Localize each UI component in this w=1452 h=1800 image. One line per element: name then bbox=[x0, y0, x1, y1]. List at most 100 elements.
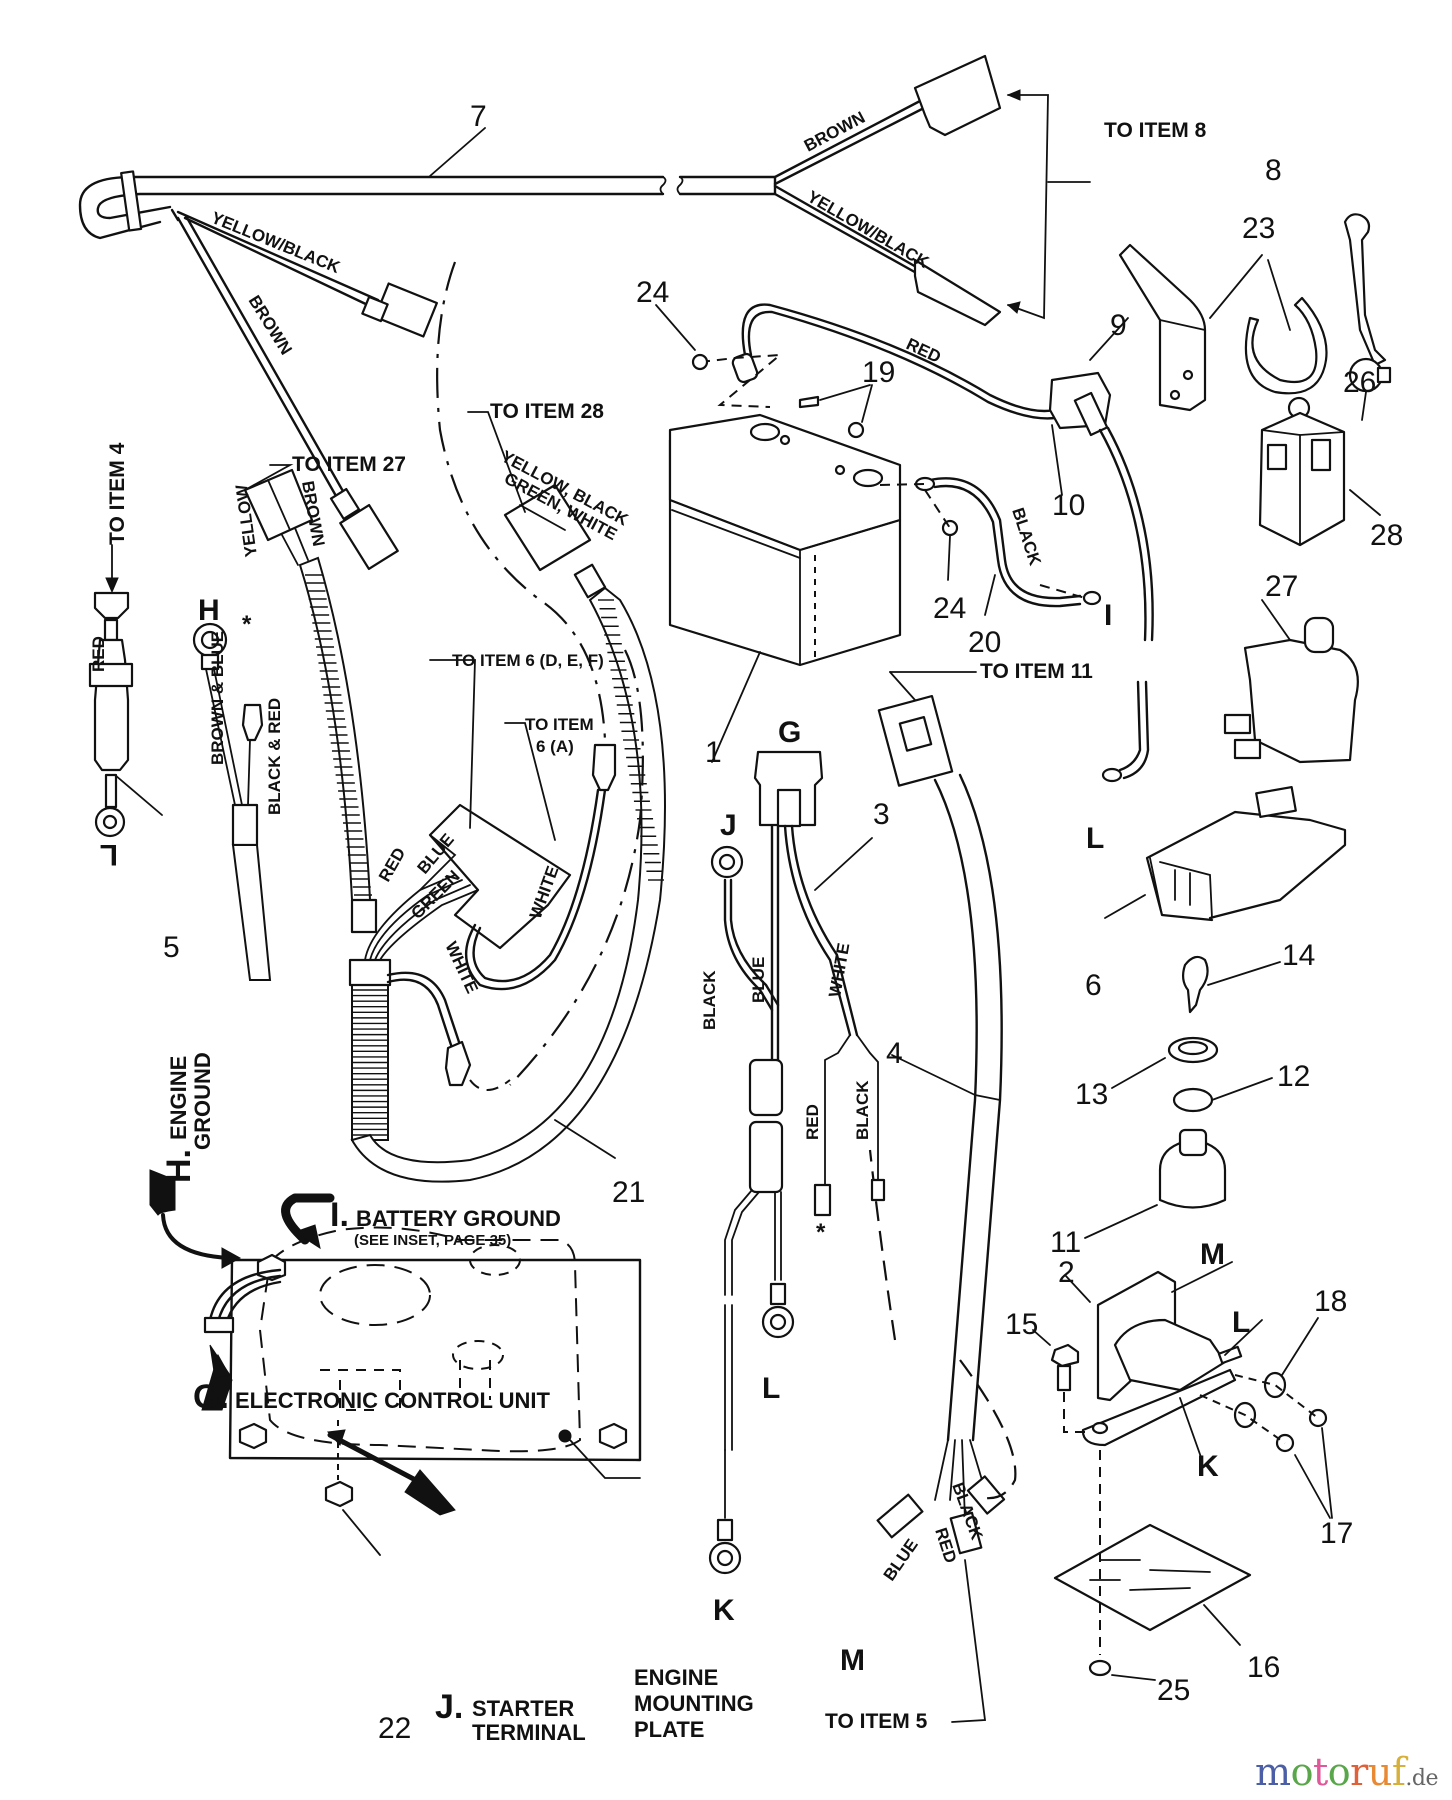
part-label-8: 8 bbox=[1265, 154, 1282, 187]
callout-j-letter: J. bbox=[435, 1688, 463, 1726]
wire-black-3: BLACK bbox=[853, 1080, 872, 1140]
part-label-15: 15 bbox=[1005, 1308, 1038, 1341]
part-label-27: 27 bbox=[1265, 570, 1298, 603]
letter-L-mid: L bbox=[762, 1372, 780, 1405]
callout-j-line1: STARTER bbox=[472, 1696, 574, 1721]
wire-blue-4: BLUE bbox=[880, 1535, 922, 1584]
letter-L-top: L bbox=[1086, 822, 1104, 855]
note-to-item-5: TO ITEM 5 bbox=[825, 1710, 928, 1733]
wire-black-j: BLACK bbox=[700, 970, 719, 1030]
part-label-14: 14 bbox=[1282, 939, 1315, 972]
route-to-item-8 bbox=[1006, 89, 1091, 320]
callout-i-letter: I. bbox=[330, 1196, 349, 1234]
asterisk-h: * bbox=[242, 611, 252, 638]
part-label-24-mid: 24 bbox=[933, 592, 966, 625]
watermark-letter: f bbox=[1391, 1750, 1406, 1794]
wire-red-6: RED bbox=[375, 844, 409, 885]
ignition-key-assembly bbox=[1084, 955, 1281, 1239]
callout-labels: H. ENGINE GROUND I. BATTERY GROUND (SEE … bbox=[160, 1052, 754, 1745]
part-label-5: 5 bbox=[163, 931, 180, 964]
callout-j-line2: TERMINAL bbox=[472, 1720, 586, 1745]
part-item-27-switch bbox=[1223, 599, 1359, 764]
wire-brown-2: BROWN bbox=[801, 108, 868, 156]
part-label-2: 2 bbox=[1058, 1256, 1075, 1289]
callout-h-line2: GROUND bbox=[190, 1052, 215, 1150]
letter-L-right: L bbox=[1232, 1306, 1250, 1339]
part-label-21: 21 bbox=[612, 1176, 645, 1209]
part-label-24-top: 24 bbox=[636, 276, 669, 309]
part-label-4: 4 bbox=[886, 1037, 903, 1070]
callout-plate-line3: PLATE bbox=[634, 1717, 704, 1742]
part-label-7: 7 bbox=[470, 100, 487, 133]
part-label-9: 9 bbox=[1110, 309, 1127, 342]
part-number-labels: 7 8 23 26 24 19 9 10 28 24 20 27 1 3 6 1… bbox=[163, 100, 1403, 1745]
note-to-item-28: TO ITEM 28 bbox=[490, 400, 604, 423]
watermark-letter: t bbox=[1312, 1750, 1328, 1794]
part-label-6: 6 bbox=[1085, 969, 1102, 1002]
callout-h-line1: ENGINE bbox=[166, 1056, 191, 1140]
watermark-logo: motoruf.de bbox=[1255, 1750, 1438, 1794]
wire-white-3: WHITE bbox=[825, 941, 853, 998]
part-label-13: 13 bbox=[1075, 1078, 1108, 1111]
part-label-16: 16 bbox=[1247, 1651, 1280, 1684]
note-to-item-4: TO ITEM 4 bbox=[106, 442, 129, 545]
wire-yellow-black-2: YELLOW/BLACK bbox=[804, 187, 933, 272]
part-item-1-battery bbox=[668, 413, 902, 763]
note-to-item-27: TO ITEM 27 bbox=[292, 453, 406, 476]
asterisk-3: * bbox=[816, 1219, 826, 1246]
harness-item-7 bbox=[78, 54, 1002, 571]
part-label-23: 23 bbox=[1242, 212, 1275, 245]
callout-g-line1: ELECTRONIC CONTROL UNIT bbox=[235, 1388, 550, 1413]
harness-item-4 bbox=[868, 671, 1017, 1723]
watermark-letter: o bbox=[1290, 1750, 1314, 1794]
note-to-item-6-def: TO ITEM 6 (D, E, F) bbox=[452, 651, 604, 670]
callout-plate-line1: ENGINE bbox=[634, 1665, 718, 1690]
watermark-letter: u bbox=[1367, 1750, 1392, 1794]
cable-black-item-20 bbox=[879, 476, 1102, 616]
battery-hardware bbox=[655, 304, 959, 581]
callout-i-line2: (SEE INSET, PAGE 35) bbox=[354, 1232, 511, 1249]
watermark-letter: o bbox=[1327, 1750, 1351, 1794]
harness-item-21 bbox=[192, 261, 666, 1183]
letter-L-fuse: L bbox=[100, 838, 118, 871]
note-to-item-6-a-line2: 6 (A) bbox=[536, 737, 574, 756]
part-label-12: 12 bbox=[1277, 1060, 1310, 1093]
letter-G: G bbox=[778, 716, 801, 749]
harness-item-3 bbox=[708, 750, 886, 1575]
watermark-letter: r bbox=[1350, 1750, 1368, 1794]
callout-i-line1: BATTERY GROUND bbox=[356, 1206, 561, 1231]
watermark-letter: m bbox=[1255, 1750, 1291, 1794]
part-label-22: 22 bbox=[378, 1712, 411, 1745]
wire-red-3: RED bbox=[803, 1104, 822, 1140]
note-to-item-8: TO ITEM 8 bbox=[1104, 119, 1207, 142]
connection-letter-labels: H I G J L L K M L K M L * * bbox=[100, 594, 1251, 1677]
wire-brown-blue: BROWN & BLUE bbox=[208, 631, 227, 765]
part-label-10: 10 bbox=[1052, 489, 1085, 522]
part-item-8-bracket bbox=[1118, 243, 1263, 412]
part-label-3: 3 bbox=[873, 798, 890, 831]
callout-h-letter: H. bbox=[160, 1149, 198, 1183]
part-item-28-switch bbox=[1258, 396, 1381, 547]
part-label-19: 19 bbox=[862, 356, 895, 389]
part-label-18: 18 bbox=[1314, 1285, 1347, 1318]
letter-K-mid: K bbox=[713, 1594, 735, 1627]
wire-black-red: BLACK & RED bbox=[265, 698, 284, 815]
part-item-23-clip bbox=[1244, 259, 1328, 395]
part-item-5-fuse-holder bbox=[88, 544, 163, 838]
callout-g-letter: G. bbox=[193, 1378, 229, 1416]
letter-I: I bbox=[1104, 599, 1112, 632]
engine-mounting-plate bbox=[149, 1169, 642, 1556]
wire-black-ground: BLACK bbox=[1008, 505, 1045, 568]
part-item-6-connector bbox=[1104, 785, 1347, 922]
part-label-25: 25 bbox=[1157, 1674, 1190, 1707]
letter-J: J bbox=[720, 809, 737, 842]
part-label-26: 26 bbox=[1343, 366, 1376, 399]
cable-red-item-10 bbox=[699, 303, 1154, 783]
part-item-2-solenoid bbox=[1032, 1261, 1333, 1681]
wire-blue-g: BLUE bbox=[749, 957, 768, 1003]
part-label-11: 11 bbox=[1050, 1226, 1081, 1259]
letter-K-right: K bbox=[1197, 1450, 1219, 1483]
wire-yellow-black-1: YELLOW/BLACK bbox=[209, 208, 344, 277]
part-label-28: 28 bbox=[1370, 519, 1403, 552]
